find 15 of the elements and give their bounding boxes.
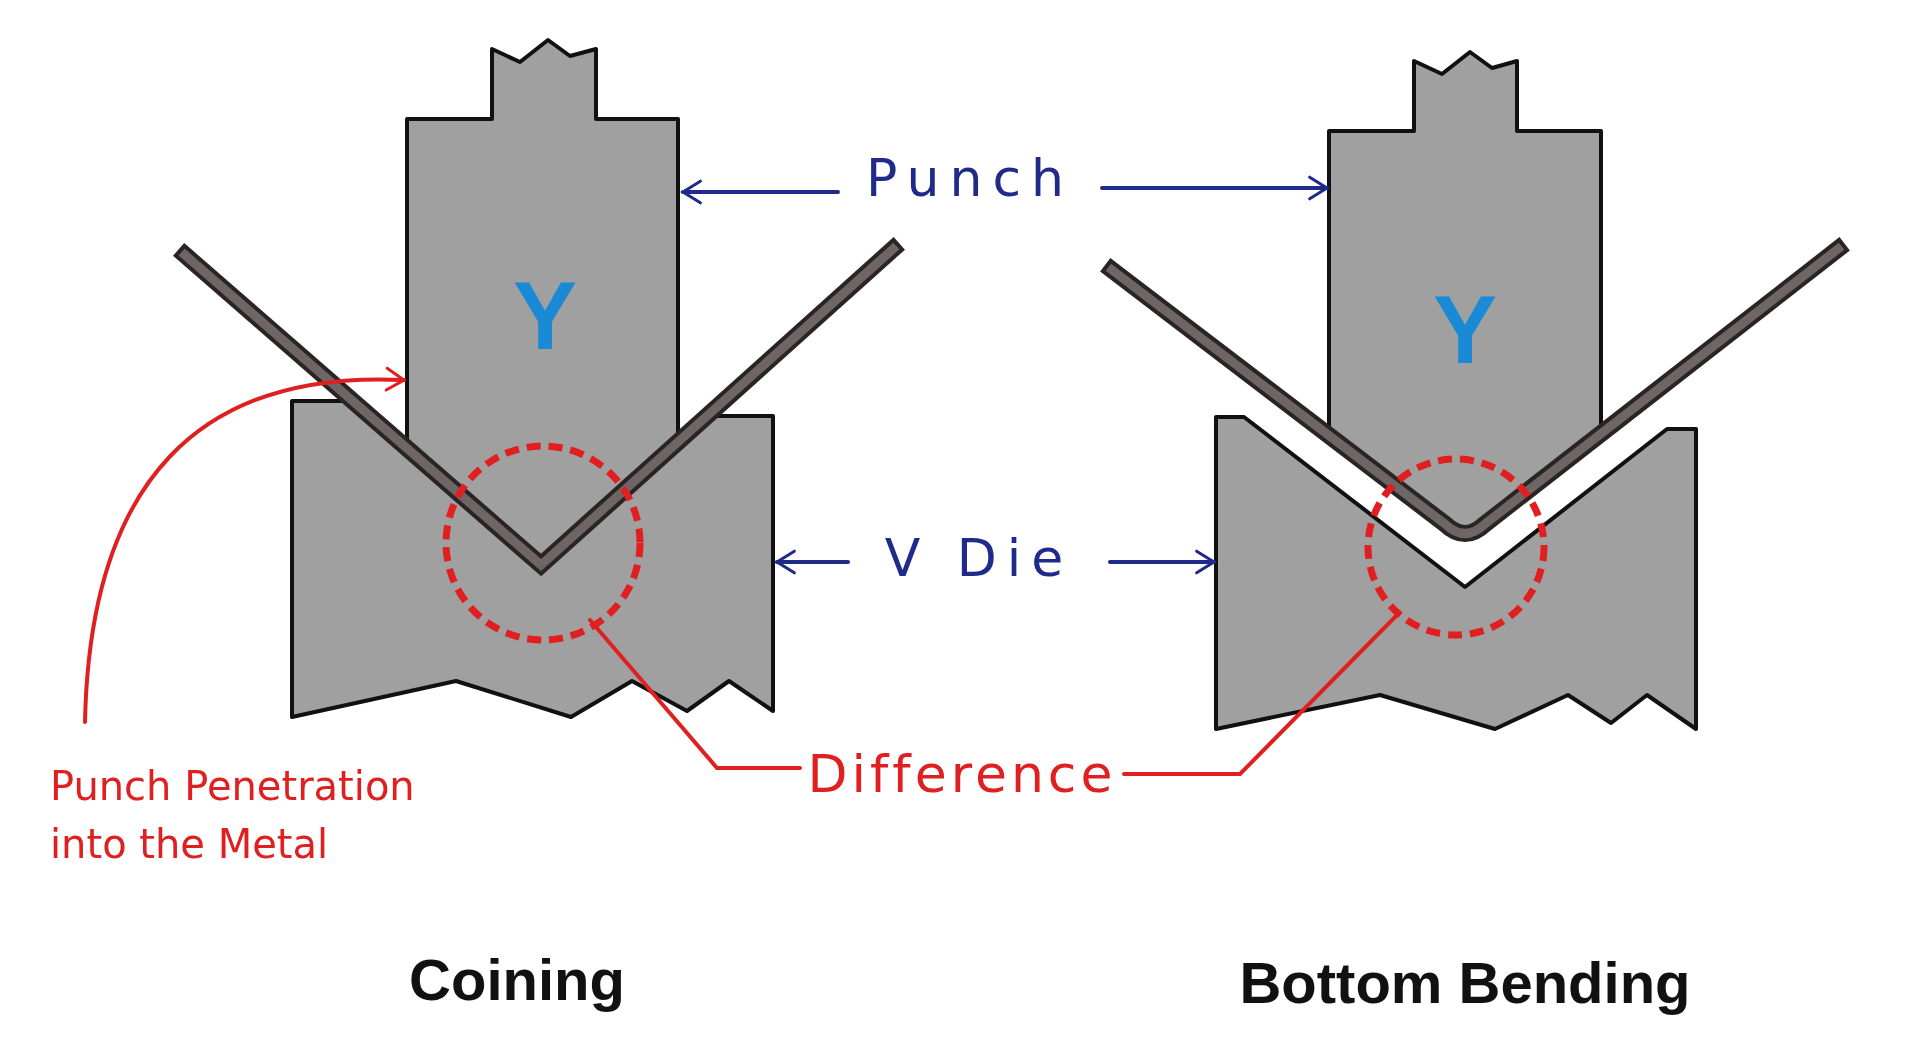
annotation-label: Difference [807,744,1117,804]
annotation-label: Punch Penetration into the Metal [50,762,416,869]
leader-line [1122,612,1400,776]
force-symbol: Y [1433,275,1497,385]
part-label: Punch [866,148,1074,208]
arrow [1100,175,1329,201]
caption: Coining [409,945,625,1013]
arrow [83,367,406,724]
part-label: V Die [884,528,1074,588]
arrow [681,179,840,205]
arrow [775,549,850,575]
caption: Bottom Bending [1239,948,1691,1016]
leader-line [588,618,802,770]
force-symbol: Y [513,261,577,371]
arrow [1108,549,1216,575]
